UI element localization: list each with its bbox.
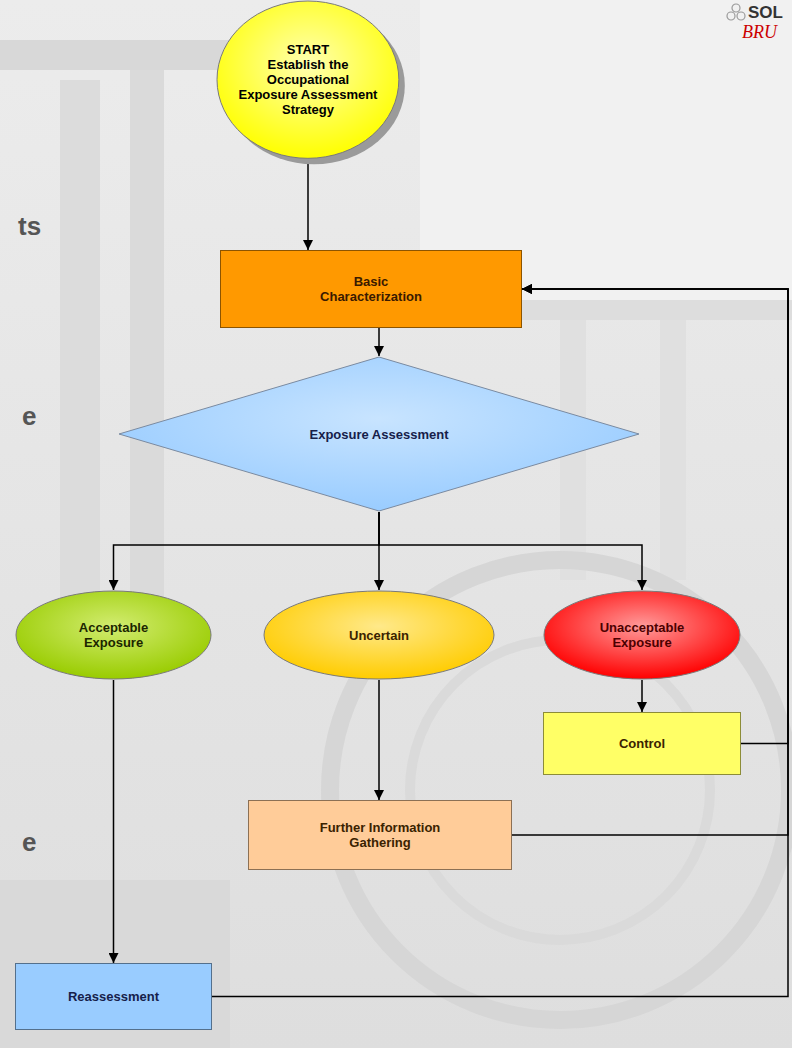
text-block: Control xyxy=(619,736,665,751)
connector-arrow xyxy=(378,328,380,356)
node-label: Basic Characterization xyxy=(311,274,431,304)
connector-arrow xyxy=(522,289,788,744)
text-area: STARTEstablish the Occupational Exposure… xyxy=(216,0,400,159)
text-block: Basic Characterization xyxy=(311,274,431,304)
background-text: ts xyxy=(18,212,41,242)
connector-arrow xyxy=(512,289,788,835)
process-box: Control xyxy=(543,712,741,775)
node-label: Establish the Occupational Exposure Asse… xyxy=(237,57,379,117)
background-text: e xyxy=(22,402,36,432)
text-block: STARTEstablish the Occupational Exposure… xyxy=(237,42,379,117)
text-block: Unacceptable Exposure xyxy=(592,620,692,650)
connector-arrow xyxy=(307,159,309,250)
node-heading: START xyxy=(237,42,379,57)
connector-arrow xyxy=(378,680,380,800)
logo-icon xyxy=(726,3,746,25)
node-label: Further Information Gathering xyxy=(300,820,460,850)
text-block: Reassessment xyxy=(68,989,159,1004)
text-block: Uncertain xyxy=(349,628,409,643)
node-outline xyxy=(16,591,211,679)
logo-text: SOL xyxy=(748,3,783,23)
text-block: Exposure Assessment xyxy=(310,427,449,442)
outcome-ellipse: Unacceptable Exposure xyxy=(543,590,741,680)
connector-arrow xyxy=(114,512,380,590)
node-label: Exposure Assessment xyxy=(310,427,449,442)
connector-arrow xyxy=(113,680,115,963)
text-area: Exposure Assessment xyxy=(118,356,640,512)
node-label: Control xyxy=(619,736,665,751)
connector-arrow xyxy=(641,680,643,712)
node-label: Reassessment xyxy=(68,989,159,1004)
text-block: Further Information Gathering xyxy=(300,820,460,850)
text-area: Reassessment xyxy=(16,964,211,1029)
text-area: Acceptable Exposure xyxy=(15,590,212,680)
decision-diamond: Exposure Assessment xyxy=(118,356,640,512)
node-label: Acceptable Exposure xyxy=(64,620,164,650)
node-outline xyxy=(264,591,494,679)
text-area: Control xyxy=(544,713,740,774)
process-box: Further Information Gathering xyxy=(248,800,512,870)
process-box: Basic Characterization xyxy=(220,250,522,328)
node-outline xyxy=(119,357,639,511)
text-area: Uncertain xyxy=(263,590,495,680)
start-terminal: STARTEstablish the Occupational Exposure… xyxy=(216,0,400,159)
outcome-ellipse: Uncertain xyxy=(263,590,495,680)
process-box: Reassessment xyxy=(15,963,212,1030)
node-label: Unacceptable Exposure xyxy=(592,620,692,650)
text-block: Acceptable Exposure xyxy=(64,620,164,650)
outcome-ellipse: Acceptable Exposure xyxy=(15,590,212,680)
node-outline xyxy=(544,591,740,679)
node-outline xyxy=(217,1,399,158)
logo-text: BRU xyxy=(742,22,777,43)
text-area: Basic Characterization xyxy=(221,251,521,327)
node-label: Uncertain xyxy=(349,628,409,643)
background-text: e xyxy=(22,828,36,858)
text-area: Unacceptable Exposure xyxy=(543,590,741,680)
text-area: Further Information Gathering xyxy=(249,801,511,869)
connector-arrow xyxy=(379,512,642,590)
